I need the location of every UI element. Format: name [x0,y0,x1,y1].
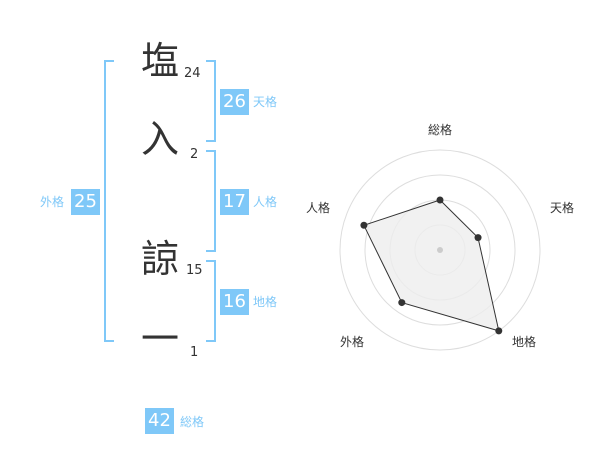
chikaku-bracket [206,260,216,342]
name-char-1: 塩 [140,39,179,83]
gaikaku-label: 外格 [40,195,65,209]
tenkaku-label: 天格 [253,95,278,109]
name-char-2: 入 [140,117,179,161]
name-char-4: 一 [140,317,179,361]
radar-points [360,196,503,335]
tenkaku-bracket [206,60,216,142]
chikaku-label: 地格 [253,295,278,309]
stroke-count-4: 1 [190,345,199,360]
radar-point-1 [436,196,444,204]
name-char-3: 諒 [140,237,179,281]
radar-point-2 [474,234,482,242]
radar-center-dot [437,247,443,253]
stroke-count-1: 24 [184,66,201,81]
radar-ring-4 [339,149,541,351]
radar-point-4 [398,299,406,307]
soukaku-label: 総格 [180,415,205,429]
radar-axis-label-jinkaku: 人格 [306,200,330,215]
jinkaku-label: 人格 [253,195,278,209]
radar-area [363,199,500,332]
jinkaku-value: 17 [220,189,249,215]
chikaku-value: 16 [220,289,249,315]
radar-axis-label-tenkaku: 天格 [550,200,574,215]
radar-point-3 [495,327,503,335]
gaikaku-value: 25 [71,189,100,215]
radar-axis-label-gaikaku: 外格 [340,334,364,349]
radar-axis-label-soukaku: 総格 [428,122,452,137]
radar-ring-3 [364,174,516,326]
stroke-count-3: 15 [186,263,203,278]
soukaku-value: 42 [145,408,174,434]
radar-point-5 [360,221,368,229]
jinkaku-bracket [206,150,216,252]
radar-axis-label-chikaku: 地格 [512,334,536,349]
gaikaku-bracket [104,60,114,342]
stroke-count-2: 2 [190,147,199,162]
tenkaku-value: 26 [220,89,249,115]
